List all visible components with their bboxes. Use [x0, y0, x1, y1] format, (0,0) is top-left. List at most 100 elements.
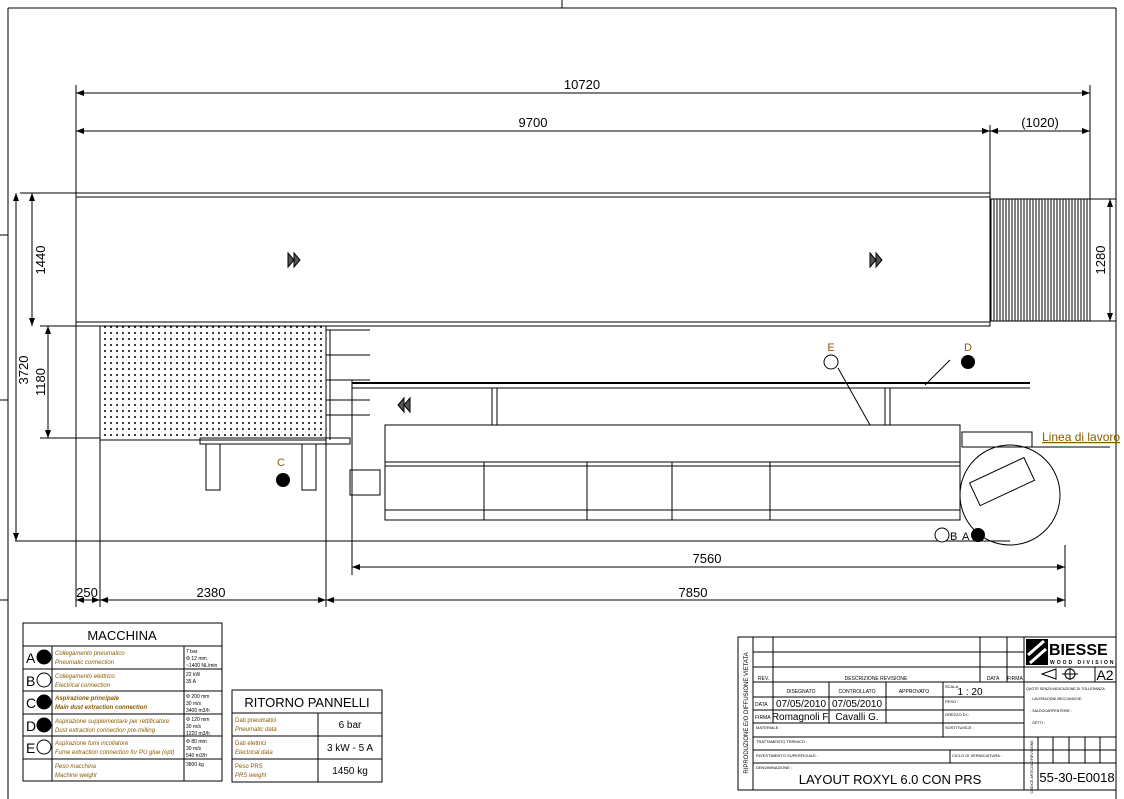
tolerance-note: QUOTE SENZA INDICAZIONE DI TOLLERANZA [1026, 687, 1105, 691]
data-row-label: DATA [755, 702, 768, 708]
row-value: Φ 120 mm [186, 717, 209, 723]
pneumatic-icon [971, 528, 985, 542]
row-value: 7 bar [186, 649, 198, 655]
dim-table-width: 1180 [33, 368, 48, 396]
row-label-en: Electrical data [235, 750, 273, 756]
row-label-en: Fume extraction connection for PU glue (… [55, 750, 174, 756]
marker-c-label: C [277, 457, 285, 469]
return-conveyor [75, 192, 1091, 327]
row-label-it: Collegamento pneumatico [55, 651, 125, 657]
fume-extraction-icon [36, 739, 52, 755]
drawing-title: LAYOUT ROXYL 6.0 CON PRS [799, 772, 982, 787]
data-controllato: 07/05/2010 [832, 699, 882, 710]
revisione-label: REVISIONE [1030, 740, 1034, 760]
dim-offset-left: 250 [76, 585, 98, 600]
dust-extraction-icon [36, 717, 52, 733]
row-letter: B [26, 673, 35, 689]
approvato-label: APPROVATO [899, 689, 929, 695]
marker-a-label: A [962, 531, 970, 543]
row-label-it: Peso PRS [235, 764, 263, 770]
row-value: 30 m/s [186, 701, 202, 707]
dim-extension-length: (1020) [1021, 115, 1059, 130]
firma-header: FIRMA [1007, 676, 1023, 682]
ritorno-table [231, 689, 383, 783]
data-disegnato: 07/05/2010 [776, 699, 826, 710]
dimension-lines [13, 85, 1116, 607]
row-value: 22 kW [186, 672, 200, 678]
title-block [737, 636, 1117, 791]
trattamento-label: TRATTAMENTO TERMICO : [756, 739, 807, 744]
row-letter: C [26, 695, 36, 711]
row-value: 6 bar [339, 720, 362, 731]
row-value: 30 m/s [186, 724, 202, 730]
descrizione-revisione-label: DESCRIZIONE REVISIONE [845, 676, 908, 682]
row-value: 3 kW - 5 A [327, 743, 373, 754]
disegnato-label: DISEGNATO [787, 689, 816, 695]
rivestimento-label: RIVESTIMENTO SUPERFICIALE : [756, 753, 818, 758]
dim-conveyor-width: 1440 [33, 246, 48, 275]
macchina-title: MACCHINA [87, 628, 157, 643]
row-letter: E [26, 740, 35, 756]
ritorno-title: RITORNO PANNELLI [244, 695, 369, 710]
row-label-en: Pneumatic connection [55, 660, 115, 666]
row-label-en: Dust extraction connection pre-milling [55, 728, 156, 734]
firma-row-label: FIRMA [755, 715, 771, 721]
codice-label: CODICE ARTICOLO [1030, 760, 1034, 793]
dust-extraction-icon [961, 355, 975, 369]
getti-label: - GETTI : [1030, 721, 1045, 725]
marker-e-label: E [827, 342, 834, 354]
row-label-it: Collegamento elettrico [55, 674, 115, 680]
row-value: 3800 kg [186, 762, 204, 768]
row-value: 30 m/s [186, 746, 202, 752]
dim-overall-length: 10720 [564, 77, 600, 92]
marker-d-label: D [964, 342, 972, 354]
scala-label: SCALA [945, 684, 958, 689]
dim-main-length: 9700 [519, 115, 548, 130]
biesse-logo [1026, 639, 1048, 665]
lavorazioni-label: - LAVORAZIONI MECCANICHE : [1030, 697, 1083, 701]
row-label-it: Dati elettrici [235, 741, 266, 747]
row-label-en: Electrical connection [55, 683, 111, 689]
sheet-format: A2 [1096, 667, 1113, 683]
row-label-it: Aspirazione fumi incollatore [54, 741, 129, 747]
row-value: Φ 200 mm [186, 694, 209, 700]
row-value: ~1400 NL/min [186, 663, 217, 669]
roller-table [99, 325, 411, 491]
row-label-it: Dati pneumatici [235, 718, 276, 724]
marker-b-label: B [950, 531, 957, 543]
flow-arrow-icon [397, 396, 411, 414]
connection-markers: E D C B A [276, 342, 985, 543]
dim-roller-width: 1280 [1093, 246, 1108, 275]
sostituisce-label: SOSTITUISCE : [945, 725, 974, 730]
peso-label: PESO : [945, 699, 958, 704]
row-label-en: Machine weight [55, 773, 97, 779]
grezzo-label: GREZZO DI : [945, 712, 969, 717]
electric-icon [934, 527, 950, 543]
denominazione-label: DENOMINAZIONE : [756, 765, 792, 770]
brand-subtitle: WOOD DIVISION [1050, 660, 1115, 666]
row-label-en: Main dust extraction connection [55, 705, 147, 711]
dim-overall-width: 3720 [16, 356, 31, 385]
dust-extraction-icon [36, 694, 52, 710]
row-label-it: Aspirazione supplementare per rettificat… [54, 719, 170, 725]
row-letter: D [26, 718, 36, 734]
row-label-en: PRS weight [235, 773, 267, 779]
dust-extraction-icon [276, 473, 290, 487]
work-line-label: Linea di lavoro [1042, 430, 1120, 444]
saldocarpenterie-label: - SALDOCARPENTERIE : [1030, 709, 1072, 713]
row-letter: A [26, 650, 36, 666]
side-note: RIPRODUZIONE E/O DIFFUSIONE VIETATA [744, 652, 750, 773]
rev-label: REV. [758, 676, 769, 682]
scala-value: 1 : 20 [957, 687, 982, 698]
materiale-label: MATERIALE : [756, 725, 781, 730]
projection-symbol-icon [1040, 668, 1078, 680]
